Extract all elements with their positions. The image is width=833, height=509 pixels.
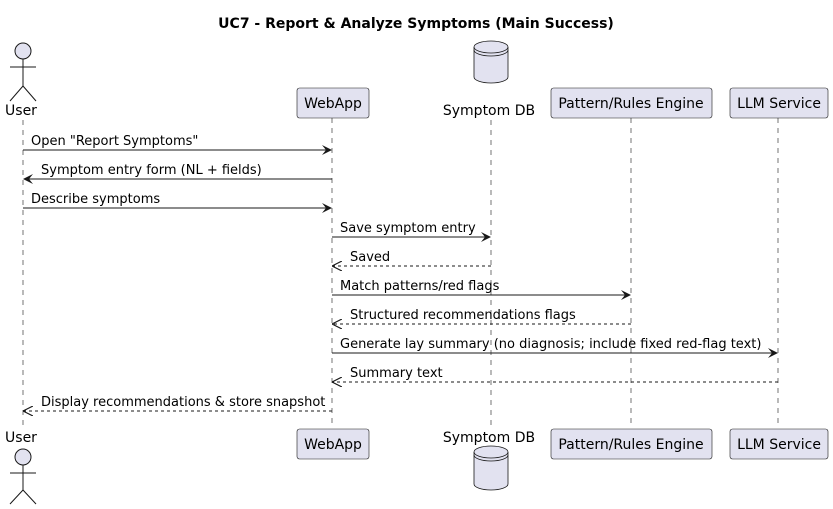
message-label-7: Structured recommendations flags xyxy=(350,308,576,323)
participant-label-engine: Pattern/Rules Engine xyxy=(558,96,703,112)
message-label-3: Describe symptoms xyxy=(31,192,160,207)
participant-label-webapp: WebApp xyxy=(304,96,362,112)
participant-label-engine-bottom: Pattern/Rules Engine xyxy=(558,437,703,453)
message-label-2: Symptom entry form (NL + fields) xyxy=(41,163,262,178)
message-label-1: Open "Report Symptoms" xyxy=(31,134,198,149)
participant-label-user-bottom: User xyxy=(5,430,37,446)
participant-label-user: User xyxy=(5,103,37,119)
actor-icon xyxy=(9,448,37,505)
actor-user-top: User xyxy=(5,42,37,119)
database-icon xyxy=(473,40,509,84)
participant-label-db-bottom: Symptom DB xyxy=(443,430,535,446)
participant-label-llm: LLM Service xyxy=(737,96,821,112)
message-label-8: Generate lay summary (no diagnosis; incl… xyxy=(340,337,761,352)
message-label-10: Display recommendations & store snapshot xyxy=(41,395,325,410)
participant-db-bottom: Symptom DB xyxy=(443,430,535,491)
actor-user-bottom: User xyxy=(5,430,37,505)
participant-label-db: Symptom DB xyxy=(443,103,535,119)
message-label-5: Saved xyxy=(350,250,390,265)
participant-engine-top: Pattern/Rules Engine xyxy=(550,87,713,119)
participant-db-top: Symptom DB xyxy=(443,40,535,119)
participant-label-llm-bottom: LLM Service xyxy=(737,437,821,453)
actor-icon xyxy=(9,42,37,102)
database-icon xyxy=(473,445,509,491)
lifelines xyxy=(22,118,779,428)
message-label-6: Match patterns/red flags xyxy=(340,279,500,294)
participant-webapp-bottom: WebApp xyxy=(296,428,370,460)
participant-llm-top: LLM Service xyxy=(729,87,829,119)
participant-llm-bottom: LLM Service xyxy=(729,428,829,460)
message-label-4: Save symptom entry xyxy=(340,221,476,236)
participant-engine-bottom: Pattern/Rules Engine xyxy=(550,428,713,460)
message-label-9: Summary text xyxy=(350,366,443,381)
messages: Open "Report Symptoms" Symptom entry form… xyxy=(23,134,778,411)
participant-webapp-top: WebApp xyxy=(296,87,370,119)
diagram-title: UC7 - Report & Analyze Symptoms (Main Su… xyxy=(218,16,614,32)
participant-label-webapp-bottom: WebApp xyxy=(304,437,362,453)
